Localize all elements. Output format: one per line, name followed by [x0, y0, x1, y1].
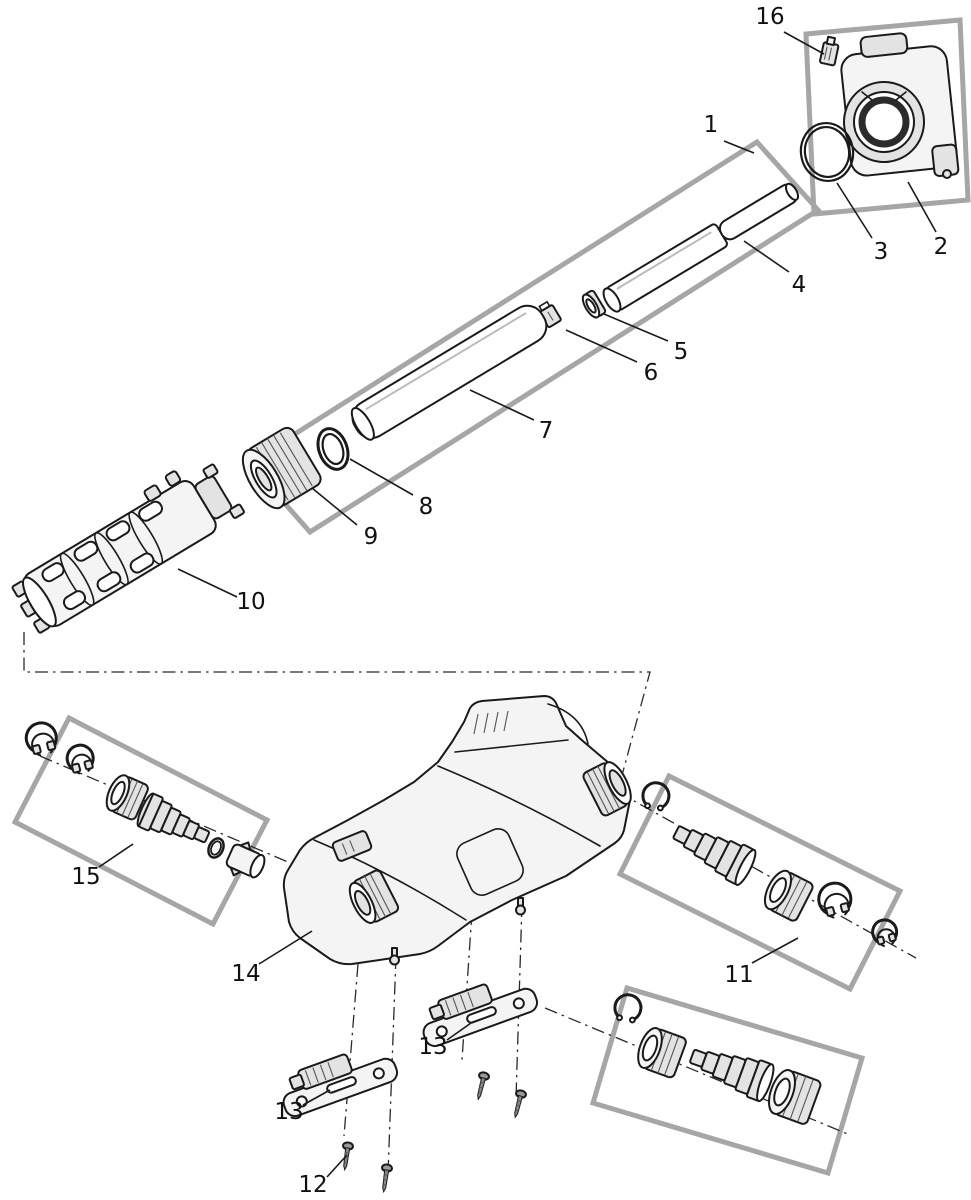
callout-label-2-uvc-head-unit: 2: [934, 234, 949, 260]
callout-label-13-mounting-bracket: 13: [274, 1099, 303, 1125]
callout-leader-2-uvc-head-unit: [907, 181, 937, 233]
hose-end-cap: [225, 841, 266, 879]
callout-leader-7-glass-tube: [469, 389, 535, 421]
hose-clamp-right-2: [871, 918, 899, 947]
hose-clip-1: [24, 721, 58, 757]
oring-small-left: [207, 837, 225, 859]
callout-label-1-lamp-assembly-group: 1: [704, 112, 719, 138]
callout-leader-3-o-ring-large: [836, 182, 873, 239]
union-nut-bottom-2: [768, 1069, 822, 1125]
union-nut-right: [763, 869, 814, 922]
callout-leader-13-mounting-bracket: [446, 1022, 472, 1041]
callout-leader-8-o-ring: [349, 458, 414, 496]
callout-leader-9-union-nut: [311, 487, 358, 526]
part-16-clip: [819, 35, 840, 67]
part-12-screw-4: [381, 1163, 393, 1194]
part-8-oring: [316, 427, 350, 471]
callout-label-7-glass-tube: 7: [539, 418, 554, 444]
axis-bracket-a2: [515, 903, 523, 1099]
part-14-housing: [282, 695, 632, 966]
callout-leader-13-mounting-bracket: [302, 1089, 331, 1106]
housing-front-plate: [456, 828, 524, 896]
callout-leader-15-hose-connector-group-left: [98, 843, 134, 868]
callout-label-5-support-ring: 5: [674, 339, 689, 365]
callout-label-6-retaining-clip: 6: [644, 360, 659, 386]
part-11-kit: [641, 781, 899, 947]
callout-label-11-hose-connector-group-right: 11: [724, 962, 753, 988]
housing-right-port: [582, 761, 632, 817]
callout-label-14-housing-body: 14: [231, 961, 260, 987]
callout-label-13-mounting-bracket: 13: [418, 1034, 447, 1060]
callout-leader-10-lamp-cage: [177, 568, 238, 598]
callout-leader-16-mounting-clip: [783, 31, 825, 55]
callout-leader-12-screw: [326, 1154, 348, 1178]
callout-label-10-lamp-cage: 10: [236, 589, 265, 615]
callout-label-15-hose-connector-group-left: 15: [71, 864, 100, 890]
hose-clip-2: [65, 743, 95, 775]
hose-clamp-right-1: [817, 881, 853, 919]
callout-label-16-mounting-clip: 16: [755, 4, 784, 30]
callout-leader-6-retaining-clip: [565, 329, 638, 363]
axis-right-port: [617, 791, 917, 959]
circlip-bottom: [613, 993, 643, 1024]
callout-label-3-o-ring-large: 3: [874, 239, 889, 265]
callout-leader-11-hose-connector-group-right: [751, 937, 799, 964]
housing-left-port: [348, 869, 400, 924]
axis-bracket-a1: [461, 911, 473, 1061]
part-10-lamp-cage: [11, 463, 245, 634]
group-box-right-hose-kit: [616, 772, 904, 993]
stepped-hose-tail-left: [136, 792, 211, 844]
callout-label-4-quartz-tube: 4: [792, 272, 807, 298]
union-nut-left: [105, 774, 149, 821]
part-15-kit: [24, 721, 266, 879]
axis-connector-line: [23, 632, 651, 791]
part-9-union-nut: [241, 426, 322, 510]
part-13-bracket-a: [422, 983, 539, 1048]
union-nut-bottom-1: [637, 1026, 687, 1079]
group-box-left-hose-kit: [11, 714, 271, 928]
callout-leader-4-quartz-tube: [743, 240, 790, 273]
callout-leader-1-lamp-assembly-group: [723, 140, 755, 154]
part-3-oring: [799, 121, 855, 183]
axis-bracket-b1: [343, 963, 359, 1137]
group-box-head-unit: [803, 17, 971, 217]
bottom-hose-kit: [613, 993, 822, 1125]
callout-label-12-screw: 12: [298, 1172, 327, 1198]
housing-peg-left: [389, 947, 400, 966]
stepped-hose-tail-right: [672, 825, 757, 886]
part-7-glass-tube: [350, 304, 548, 441]
group-box-bottom-hose-kit: [589, 984, 866, 1177]
callout-leader-14-housing-body: [258, 930, 313, 965]
part-5-ring: [581, 289, 607, 319]
callout-label-9-union-nut: 9: [364, 524, 379, 550]
part-13-bracket-b: [282, 1053, 399, 1118]
housing-peg-right: [515, 897, 526, 916]
callout-label-8-o-ring: 8: [419, 494, 434, 520]
part-12-screw-1: [477, 1071, 490, 1101]
stepped-hose-tail-bottom: [689, 1048, 775, 1103]
part-12-screw-3: [342, 1141, 354, 1172]
group-box-lamp-assembly: [245, 138, 822, 536]
housing-side-clip: [331, 830, 373, 862]
part-4-quartz-tube: [602, 182, 800, 313]
part-12-screw-2: [514, 1089, 527, 1119]
callout-leader-5-support-ring: [603, 313, 669, 342]
circlip-right: [641, 781, 671, 812]
part-2-uvc-head: [840, 32, 960, 179]
